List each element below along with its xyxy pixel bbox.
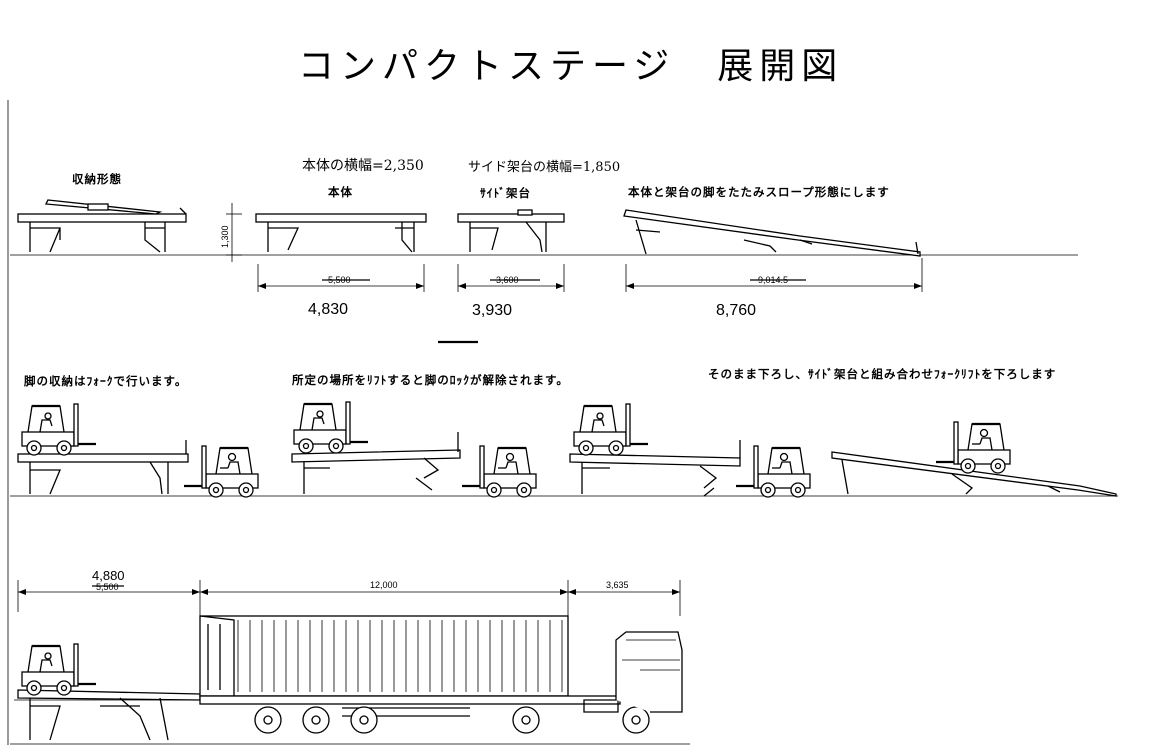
- side-width-note: サイド架台の横幅=1,850: [468, 160, 620, 175]
- body-width-note: 本体の横幅=2,350: [302, 158, 424, 174]
- side-frame-drawing: [457, 209, 565, 253]
- step-1-label: 脚の収納はﾌｫｰｸで行います。: [24, 374, 187, 388]
- step-4-drawing: [831, 420, 1117, 497]
- body-length: 4,830: [308, 301, 348, 318]
- side-frame-length: 3,930: [472, 302, 512, 319]
- step-1-drawing: [17, 402, 260, 499]
- storage-form-drawing: [17, 199, 187, 253]
- side-frame-label: ｻｲﾄﾞ架台: [480, 186, 531, 200]
- page-title: コンパクトステージ 展開図: [298, 46, 843, 87]
- slope-form-drawing: [623, 209, 921, 257]
- slope-length: 8,760: [716, 302, 756, 319]
- bottom-dimensions: 4,880 5,500 12,000 3,635: [17, 568, 681, 616]
- body-drawing: [255, 213, 427, 253]
- step-2-drawing: [291, 400, 538, 499]
- slope-dimension: 9,014.5 8,760: [625, 258, 923, 319]
- step-2-label: 所定の場所をﾘﾌﾄすると脚のﾛｯｸが解除されます。: [292, 373, 569, 387]
- slope-note: 本体と架台の脚をたたみスロープ形態にします: [628, 185, 890, 199]
- step-3-drawing: [569, 402, 812, 499]
- container-trailer-drawing: [199, 615, 650, 734]
- bottom-ramp-drawing: [14, 642, 201, 741]
- container-length: 12,000: [370, 580, 398, 590]
- cab-length: 3,635: [606, 580, 629, 590]
- truck-cab-drawing: [615, 631, 683, 713]
- body-dimension: 5,500 4,830: [257, 264, 425, 318]
- step-3-label: そのまま下ろし、ｻｲﾄﾞ架台と組み合わせﾌｫｰｸﾘﾌﾄを下ろします: [708, 367, 1056, 381]
- svg-text:1,300: 1,300: [220, 225, 230, 248]
- height-dimension: 1,300: [220, 203, 242, 262]
- body-label: 本体: [328, 185, 353, 199]
- ramp-length-old: 5,500: [96, 582, 119, 592]
- storage-label: 収納形態: [72, 172, 122, 186]
- side-frame-dimension: 3,600 3,930: [457, 264, 565, 319]
- ramp-length-new: 4,880: [92, 568, 125, 583]
